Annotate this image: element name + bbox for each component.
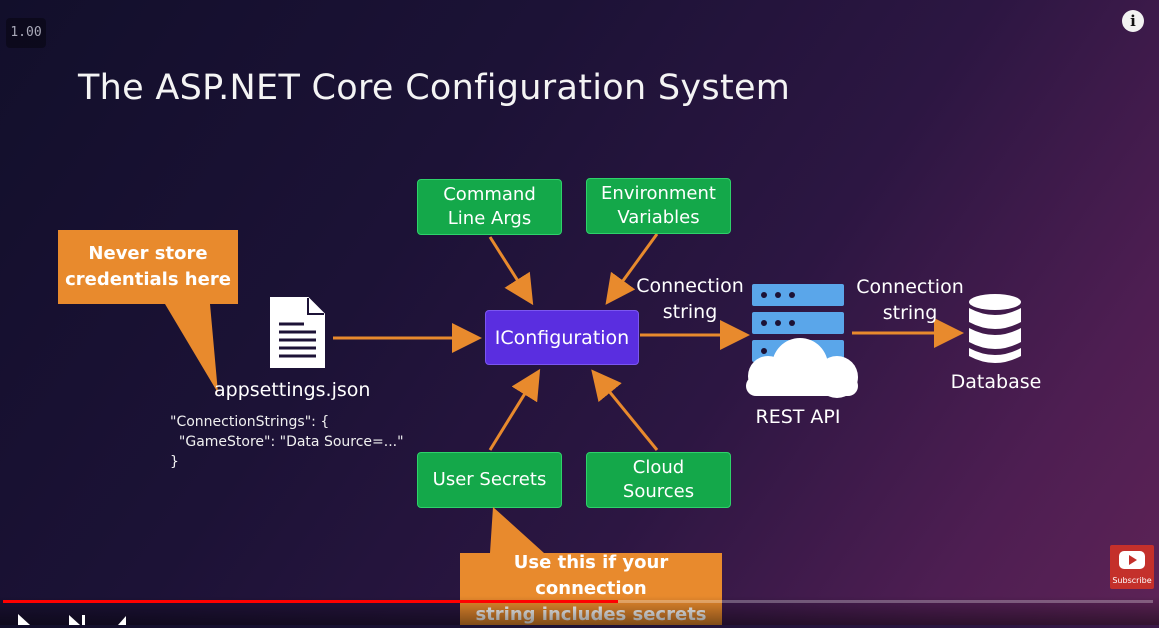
command-line-args-box: Command Line Args — [417, 179, 562, 235]
connection-string-label-1: Connection string — [636, 275, 744, 323]
server-cloud-icon — [746, 284, 858, 398]
use-this-callout: Use this if your connection string inclu… — [460, 552, 722, 625]
progress-track[interactable] — [3, 600, 1153, 603]
never-store-callout: Never store credentials here — [58, 230, 238, 304]
next-icon[interactable] — [66, 612, 90, 625]
arrow-usersecrets-to-iconfig — [488, 368, 541, 451]
database-label: Database — [950, 371, 1042, 393]
arrow-env-to-iconfig — [605, 233, 659, 305]
arrow-cmdline-to-iconfig — [488, 236, 534, 306]
environment-variables-box: Environment Variables — [586, 178, 731, 234]
iconfiguration-box: IConfiguration — [485, 310, 639, 365]
progress-played — [3, 600, 619, 603]
document-icon — [270, 297, 325, 368]
user-secrets-box: User Secrets — [417, 452, 562, 508]
subscribe-button[interactable]: Subscribe — [1110, 545, 1154, 589]
subscribe-label: Subscribe — [1112, 576, 1152, 585]
playback-speed-indicator[interactable]: 1.00 — [6, 18, 46, 48]
arrow-cloud-to-iconfig — [591, 369, 659, 451]
cloud-sources-box: Cloud Sources — [586, 452, 731, 508]
rest-api-label: REST API — [755, 406, 841, 428]
info-icon[interactable]: i — [1122, 10, 1144, 32]
slide-title: The ASP.NET Core Configuration System — [78, 68, 791, 108]
appsettings-label: appsettings.json — [214, 379, 371, 401]
appsettings-code: "ConnectionStrings": { "GameStore": "Dat… — [170, 414, 404, 470]
database-icon — [969, 294, 1021, 363]
connection-string-label-2: Connection string — [856, 276, 964, 324]
volume-icon[interactable] — [116, 612, 136, 625]
play-icon[interactable] — [14, 612, 34, 625]
youtube-play-icon — [1119, 551, 1145, 569]
